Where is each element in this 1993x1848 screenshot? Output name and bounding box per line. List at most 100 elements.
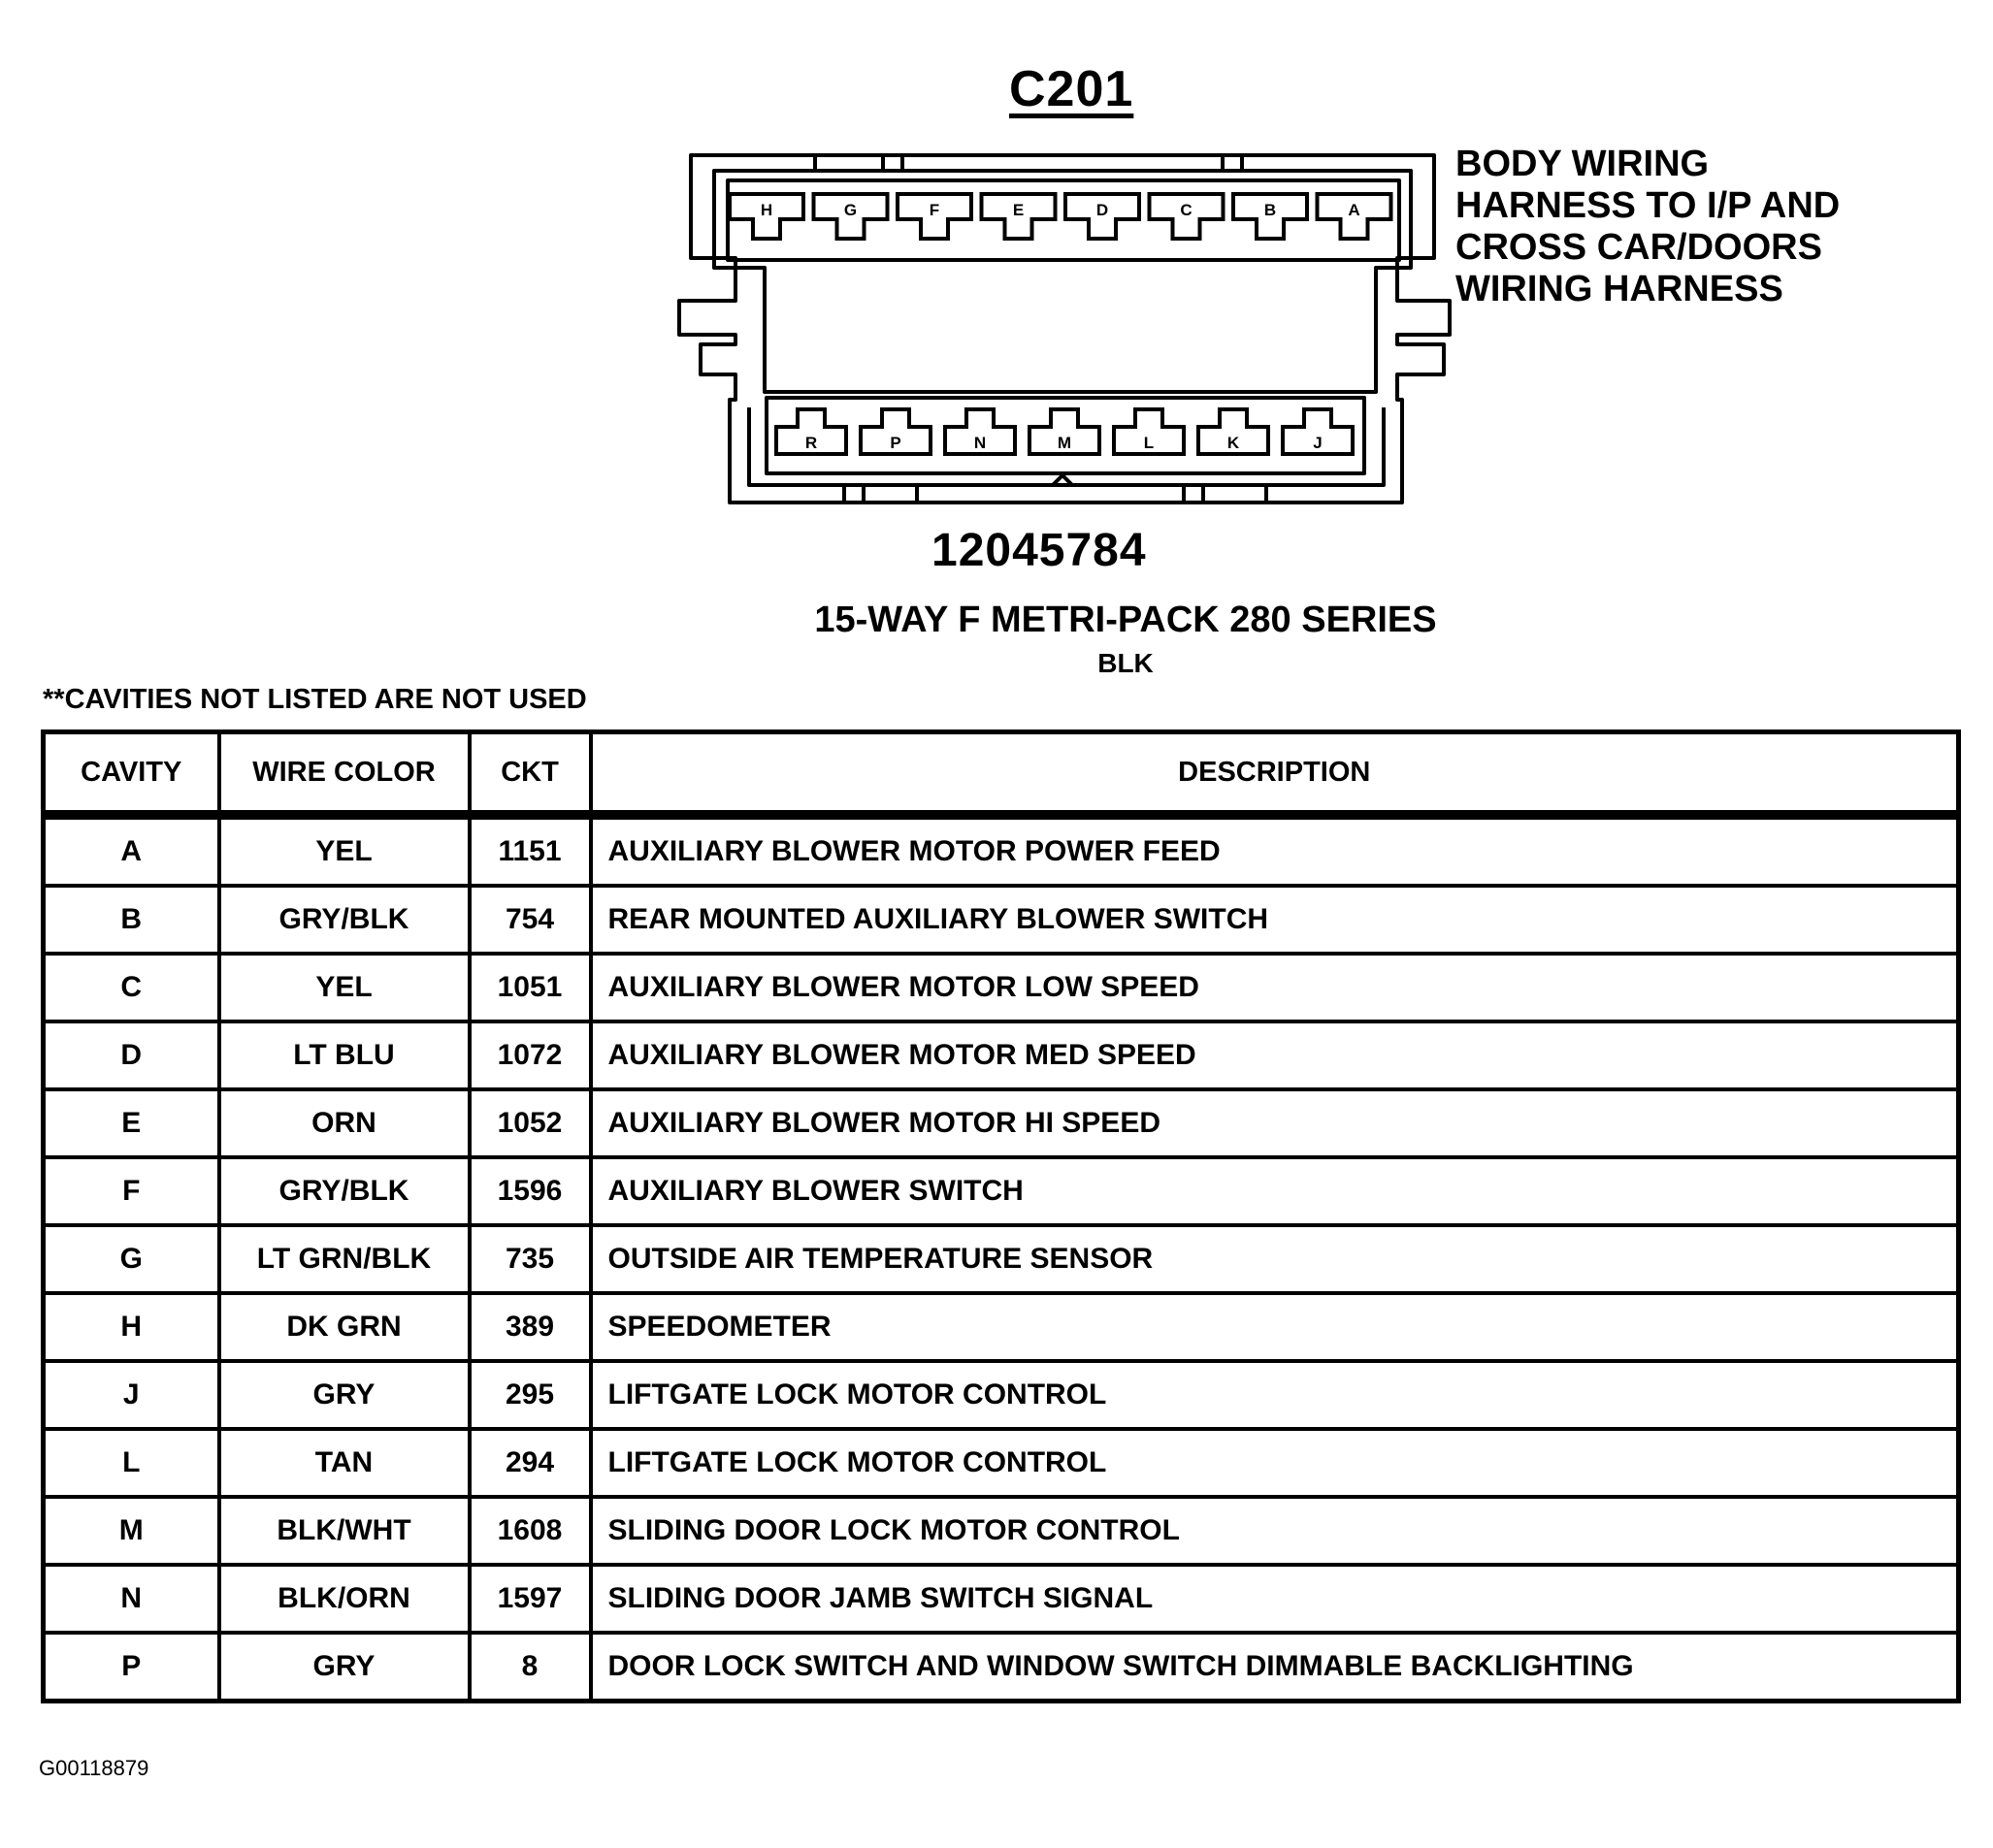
- cavity-F: F: [896, 192, 973, 241]
- harness-label-line: WIRING HARNESS: [1455, 269, 1783, 309]
- cell-cavity: H: [41, 1291, 221, 1363]
- cavity-K: K: [1196, 407, 1270, 456]
- cell-ckt: 754: [467, 884, 593, 956]
- cavity-M: M: [1028, 407, 1101, 456]
- cell-cavity: P: [41, 1631, 221, 1703]
- cell-description: AUXILIARY BLOWER MOTOR LOW SPEED: [588, 952, 1961, 1023]
- cell-wire-color: LT BLU: [216, 1020, 472, 1091]
- cell-cavity: L: [41, 1427, 221, 1499]
- cavity-label: N: [974, 434, 986, 452]
- cell-ckt: 1597: [467, 1563, 593, 1635]
- cell-cavity: A: [41, 813, 221, 888]
- cell-wire-color: YEL: [216, 952, 472, 1023]
- cavity-label: D: [1096, 201, 1108, 219]
- cavity-outline: [1028, 407, 1101, 456]
- cavity-outline: [811, 192, 890, 241]
- cell-description: DOOR LOCK SWITCH AND WINDOW SWITCH DIMMA…: [588, 1631, 1961, 1703]
- cavity-outline: [728, 192, 805, 241]
- connector-id-title: C201: [1009, 61, 1134, 117]
- harness-label-line: CROSS CAR/DOORS: [1455, 227, 1822, 268]
- cell-cavity: J: [41, 1359, 221, 1431]
- connector-color: BLK: [1097, 648, 1154, 678]
- cavity-label: J: [1313, 434, 1322, 452]
- cell-cavity: M: [41, 1495, 221, 1567]
- connector-outer-shell: [677, 153, 1452, 504]
- cell-ckt: 1151: [467, 813, 593, 888]
- cavity-outline: [896, 192, 973, 241]
- cell-ckt: 295: [467, 1359, 593, 1431]
- cavity-label: C: [1180, 201, 1192, 219]
- cavity-outline: [1063, 192, 1141, 241]
- diagram-id: G00118879: [39, 1756, 149, 1780]
- cavity-J: J: [1281, 407, 1355, 456]
- cell-ckt: 1072: [467, 1020, 593, 1091]
- cavity-R: R: [774, 407, 848, 456]
- cell-cavity: B: [41, 884, 221, 956]
- cell-description: LIFTGATE LOCK MOTOR CONTROL: [588, 1427, 1961, 1499]
- cavity-label: A: [1348, 201, 1359, 219]
- cell-ckt: 1052: [467, 1087, 593, 1159]
- header-wire-color: WIRE COLOR: [216, 729, 472, 817]
- cell-ckt: 294: [467, 1427, 593, 1499]
- cavity-H: H: [728, 192, 805, 241]
- cell-wire-color: YEL: [216, 813, 472, 888]
- cavity-label: P: [890, 434, 900, 452]
- harness-label-line: BODY WIRING: [1455, 144, 1710, 184]
- cavity-outline: [1112, 407, 1186, 456]
- cell-description: LIFTGATE LOCK MOTOR CONTROL: [588, 1359, 1961, 1431]
- cell-description: REAR MOUNTED AUXILIARY BLOWER SWITCH: [588, 884, 1961, 956]
- cell-description: AUXILIARY BLOWER MOTOR HI SPEED: [588, 1087, 1961, 1159]
- cell-wire-color: GRY/BLK: [216, 884, 472, 956]
- harness-label: BODY WIRING HARNESS TO I/P AND CROSS CAR…: [1455, 144, 1840, 310]
- cell-ckt: 1596: [467, 1155, 593, 1227]
- cell-ckt: 8: [467, 1631, 593, 1703]
- cavity-C: C: [1147, 192, 1225, 241]
- cavity-label: H: [761, 201, 772, 219]
- cell-description: SLIDING DOOR LOCK MOTOR CONTROL: [588, 1495, 1961, 1567]
- cell-cavity: C: [41, 952, 221, 1023]
- cavities-note: **CAVITIES NOT LISTED ARE NOT USED: [43, 684, 587, 715]
- header-ckt: CKT: [467, 729, 593, 817]
- cavity-outline: [774, 407, 848, 456]
- cell-ckt: 389: [467, 1291, 593, 1363]
- cell-description: SLIDING DOOR JAMB SWITCH SIGNAL: [588, 1563, 1961, 1635]
- cavity-B: B: [1231, 192, 1309, 241]
- cavity-label: R: [805, 434, 817, 452]
- part-number: 12045784: [931, 525, 1147, 576]
- cell-description: AUXILIARY BLOWER MOTOR MED SPEED: [588, 1020, 1961, 1091]
- cavity-outline: [859, 407, 932, 456]
- cell-cavity: E: [41, 1087, 221, 1159]
- cell-description: AUXILIARY BLOWER SWITCH: [588, 1155, 1961, 1227]
- cavity-outline: [1281, 407, 1355, 456]
- header-cavity: CAVITY: [41, 729, 221, 817]
- cavity-label: B: [1264, 201, 1276, 219]
- cavity-label: M: [1058, 434, 1071, 452]
- cavity-outline: [979, 192, 1058, 241]
- cell-wire-color: LT GRN/BLK: [216, 1223, 472, 1295]
- connector-inner-shell: [712, 169, 1413, 394]
- bottom-cavity-housing: [765, 396, 1366, 475]
- cell-wire-color: GRY: [216, 1631, 472, 1703]
- cell-wire-color: ORN: [216, 1087, 472, 1159]
- table-header-row: CAVITY WIRE COLOR CKT DESCRIPTION: [41, 729, 1961, 817]
- cell-ckt: 1051: [467, 952, 593, 1023]
- cavity-label: L: [1144, 434, 1154, 452]
- cell-wire-color: GRY: [216, 1359, 472, 1431]
- cavity-outline: [1196, 407, 1270, 456]
- cavity-P: P: [859, 407, 932, 456]
- cell-wire-color: BLK/WHT: [216, 1495, 472, 1567]
- cavity-G: G: [811, 192, 890, 241]
